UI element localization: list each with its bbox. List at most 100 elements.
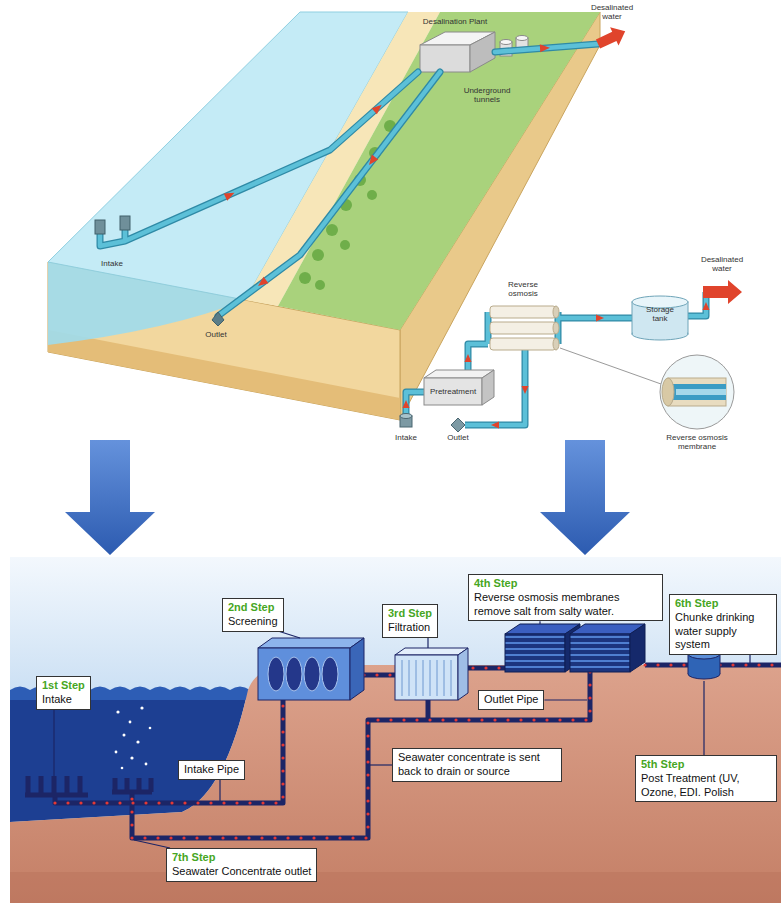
illustration-label: Reverse osmosis [501,280,546,298]
membrane-core [676,389,726,395]
screen-drum [268,657,284,691]
leader-line [219,780,220,801]
flow-arrows [224,44,551,290]
illustration-label: Intake [395,433,417,442]
storage-tank [632,302,688,334]
callout-text: Seawater concentrate is sent back to dra… [398,751,556,779]
flow-dots [720,663,781,666]
step-callout-box: 2nd StepScreening [222,598,284,632]
membrane-end [662,378,674,406]
flow-arrow [256,277,269,289]
schematic-pipe [406,292,706,425]
membrane-layer [672,384,726,400]
filtration-front [395,655,458,700]
intake-head [400,414,412,419]
supply-pipe [720,663,781,668]
step-heading: 1st Step [42,679,85,693]
bush [367,190,377,200]
output-arrow [594,22,630,53]
callout-text: Filtration [388,621,432,635]
intake-head [120,216,130,230]
flow-dots [364,673,395,676]
deep-sand-layer [48,330,400,420]
coastal-block [48,12,629,420]
bubble [115,751,118,754]
process-pipe [364,673,395,678]
process-pipe [645,663,688,668]
illustration-label: Underground tunnels [457,86,517,104]
bubble [136,740,139,743]
pretreatment-side [482,370,494,405]
callout-text: Post Treatment (UV, Ozone, EDI. Polish [641,772,771,800]
bush [315,280,325,290]
ro-tubes [490,306,559,350]
leader-line [53,710,54,777]
filtration-top [395,648,468,655]
bubble [116,710,119,713]
step-callout-box: 6th StepChunke drinking water supply sys… [669,594,777,655]
callout-text: Outlet Pipe [484,693,538,707]
membrane-inset [660,355,734,429]
screening-top [258,638,364,648]
bubble [149,727,152,730]
leader-line [427,638,428,649]
ro-tube-end [553,322,559,334]
flow-arrow [703,302,710,310]
transition-arrow [65,440,155,555]
bush [326,224,338,236]
pipe-callout-box: Seawater concentrate is sent back to dra… [392,748,562,782]
flow-arrow [596,315,604,322]
schematic-pipe [406,292,706,425]
leader-line [539,621,540,624]
flow-arrow [224,189,236,201]
rack-front [570,634,630,672]
outlet-tunnel [218,72,440,316]
flow-arrow [465,354,472,362]
sky [10,557,781,903]
outlet-diffuser [451,418,465,432]
flow-arrow [403,400,410,408]
flow-arrow [540,44,551,53]
pipe-callout-box: Outlet Pipe [478,690,544,710]
product-pipe [495,44,598,52]
callout-text: Screening [228,615,278,629]
screening-side [350,638,364,700]
plant-tank [516,36,528,41]
bubble [123,734,126,737]
callout-text: Seawater Concentrate outlet [172,865,311,879]
drain-pipe [426,700,431,720]
illustration-label: Desalination Plant [423,17,487,26]
step-heading: 2nd Step [228,601,278,615]
illustration-label: Pretreatment [430,387,476,396]
bubble [121,767,124,770]
screen-drum [322,657,338,691]
flow-dots [645,663,688,666]
leader-line [280,632,300,639]
flow-arrow [372,102,385,115]
schematic-pipes [406,292,706,425]
step-heading: 3rd Step [388,607,432,621]
rack-side [630,624,645,672]
bubble [129,721,132,724]
step-heading: 4th Step [474,577,657,591]
transition-arrow [540,440,630,555]
screen-drum [304,657,320,691]
bubbles [115,706,152,769]
pretreatment-front [424,378,482,405]
filtration-side [458,648,468,700]
plant-side [470,32,495,72]
leader-line [749,655,750,663]
bubble [130,756,133,759]
ground [10,665,781,903]
tunnels [100,44,598,316]
plant-front [420,45,470,72]
flow-dots [55,700,283,803]
screening-unit [258,638,364,700]
step-callout-box: 3rd StepFiltration [382,604,438,638]
bubble [145,763,148,766]
illustration-label: Outlet [447,433,468,442]
leader-line [703,681,704,755]
outlet-diffuser [212,312,224,326]
